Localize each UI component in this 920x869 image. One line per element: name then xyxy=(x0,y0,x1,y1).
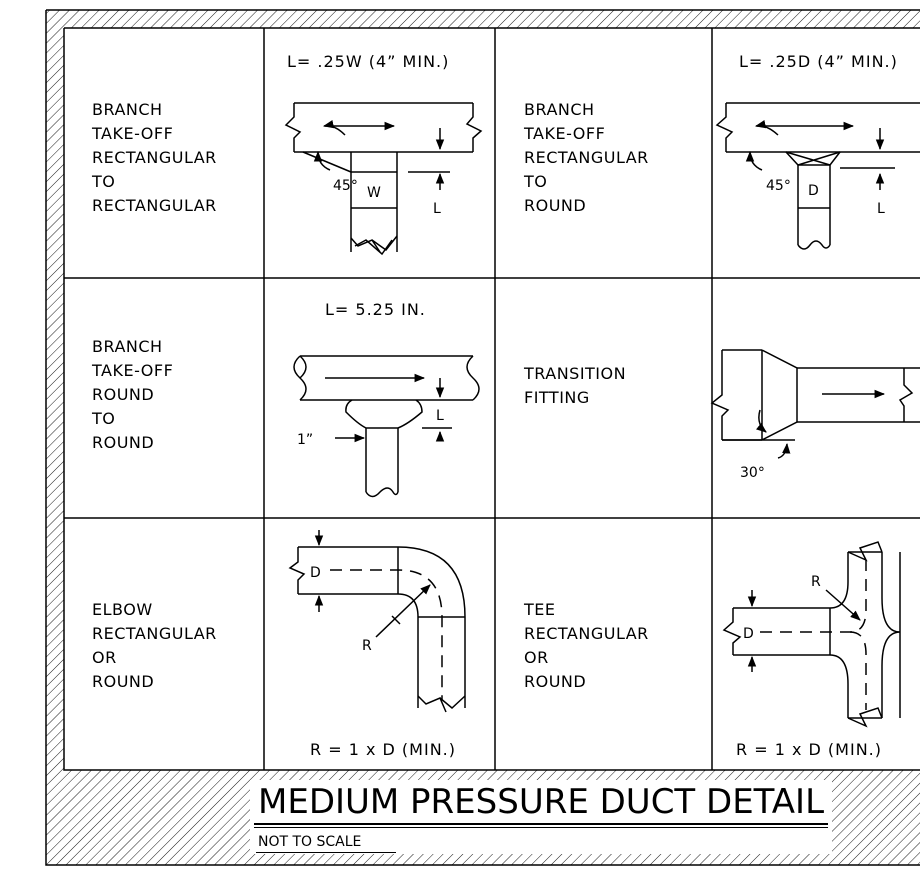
title-backing xyxy=(250,780,832,854)
hatched-border xyxy=(45,9,920,866)
label-elbow: ELBOW RECTANGULAR OR ROUND xyxy=(92,600,217,691)
header-rect-rect: L= .25W (4” MIN.) xyxy=(287,52,450,71)
scale-note-underline xyxy=(256,852,396,853)
title-underline-thin xyxy=(254,827,828,828)
dim-length-l: L xyxy=(433,201,441,217)
dim-angle-45-round: 45° xyxy=(766,178,791,194)
tee-drawing xyxy=(722,541,901,728)
dim-angle-30: 30° xyxy=(740,465,765,481)
branch-rect-rect-drawing xyxy=(284,102,483,256)
drawing-title: MEDIUM PRESSURE DUCT DETAIL xyxy=(258,782,825,822)
dim-radius-r-tee: R xyxy=(811,574,821,590)
elbow-drawing xyxy=(288,530,466,713)
table-grid xyxy=(64,28,920,770)
dim-dia-d: D xyxy=(808,183,819,199)
label-branch-rect-rect: BRANCH TAKE-OFF RECTANGULAR TO RECTANGUL… xyxy=(92,100,217,215)
note-tee-radius: R = 1 x D (MIN.) xyxy=(736,740,882,759)
label-transition-fitting: TRANSITION FITTING xyxy=(524,364,627,407)
branch-round-round-drawing xyxy=(293,355,480,498)
scale-note: NOT TO SCALE xyxy=(258,834,362,850)
dim-length-l-r2: L xyxy=(436,408,444,424)
title-underline xyxy=(254,823,828,825)
dim-angle-45: 45° xyxy=(333,178,358,194)
dim-dia-d-elbow: D xyxy=(310,565,321,581)
header-round-round: L= 5.25 IN. xyxy=(325,300,426,319)
transition-fitting-drawing xyxy=(710,349,920,459)
dim-radius-r-elbow: R xyxy=(362,638,372,654)
label-tee: TEE RECTANGULAR OR ROUND xyxy=(524,600,649,691)
note-elbow-radius: R = 1 x D (MIN.) xyxy=(310,740,456,759)
label-branch-round-round: BRANCH TAKE-OFF ROUND TO ROUND xyxy=(92,337,174,452)
label-branch-rect-round: BRANCH TAKE-OFF RECTANGULAR TO ROUND xyxy=(524,100,649,215)
dim-offset-1in: 1” xyxy=(297,432,313,448)
branch-rect-round-drawing xyxy=(715,102,920,250)
dim-dia-d-tee: D xyxy=(743,626,754,642)
dim-width-w: W xyxy=(367,185,381,201)
dim-length-l-round: L xyxy=(877,201,885,217)
header-rect-round: L= .25D (4” MIN.) xyxy=(739,52,898,71)
